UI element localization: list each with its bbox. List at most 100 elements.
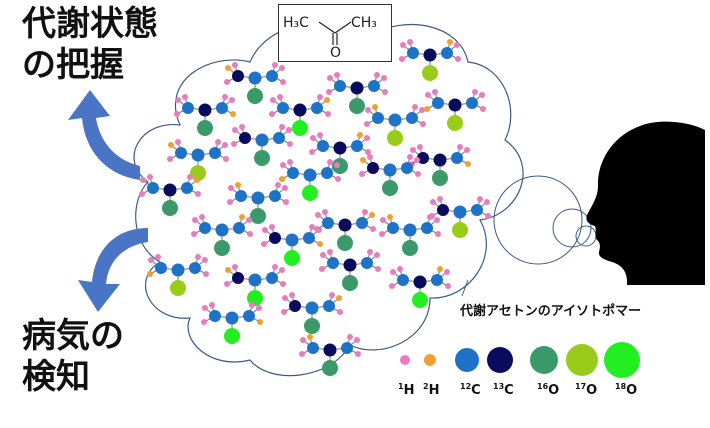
methyl-carbon-atom — [466, 97, 478, 109]
hydrogen-atom — [359, 171, 365, 177]
hydrogen-atom — [322, 209, 328, 215]
methyl-carbon-atom — [266, 272, 278, 284]
hydrogen-atom — [457, 144, 463, 150]
isotopomer-caption: 代謝アセトンのアイソトポマー — [460, 304, 642, 319]
carbonyl-carbon-atom — [448, 98, 462, 112]
hydrogen-atom — [477, 196, 483, 202]
hydrogen-atom — [334, 72, 340, 78]
hydrogen-atom — [232, 264, 238, 270]
methyl-carbon-atom — [372, 112, 384, 124]
methyl-carbon-atom — [289, 300, 301, 312]
hydrogen-atom — [262, 227, 268, 233]
green-circle-icon — [530, 346, 558, 374]
hydrogen-atom — [187, 174, 193, 180]
hydrogen-atom — [334, 162, 340, 168]
methyl-carbon-atom — [432, 97, 444, 109]
hydrogen-atom — [175, 139, 181, 145]
hydrogen-atom — [195, 254, 201, 260]
hydrogen-atom — [365, 149, 371, 155]
hydrogen-atom — [387, 214, 393, 220]
hydrogen-atom — [231, 141, 237, 147]
hydrogen-atom — [445, 283, 451, 289]
hydrogen-atom — [224, 281, 230, 287]
hydrogen-atom — [354, 337, 360, 343]
navy-circle-icon — [487, 347, 513, 373]
legend-label-1h: 1H — [398, 382, 414, 398]
hydrogen-atom — [400, 42, 406, 48]
hydrogen-atom — [465, 161, 471, 167]
hydrogen-atom — [480, 106, 486, 112]
methyl-carbon-atom — [451, 152, 463, 164]
formula-right-group: CH₃ — [351, 15, 377, 31]
oxygen-atom — [422, 65, 438, 81]
hydrogen-atom — [355, 351, 361, 357]
oxygen-atom — [250, 208, 266, 224]
methyl-carbon-atom — [232, 70, 244, 82]
hydrogen-atom — [230, 111, 236, 117]
methyl-carbon-atom — [361, 257, 373, 269]
carbonyl-carbon-atom — [248, 273, 262, 287]
formula-left-group: H₃C — [283, 15, 309, 31]
hydrogen-atom — [249, 302, 255, 308]
oxygen-atom — [247, 88, 263, 104]
hydrogen-atom — [444, 269, 450, 275]
carbonyl-carbon-atom — [403, 223, 417, 237]
hydrogen-atom — [174, 111, 180, 117]
hydrogen-atom — [435, 231, 441, 237]
methyl-carbon-atom — [243, 310, 255, 322]
hydrogen-atom — [139, 191, 145, 197]
hydrogen-atom — [374, 72, 380, 78]
carbonyl-carbon-atom — [323, 343, 337, 357]
methyl-carbon-atom — [216, 102, 228, 114]
hydrogen-atom — [228, 185, 234, 191]
methyl-carbon-atom — [199, 222, 211, 234]
hydrogen-atom — [223, 156, 229, 162]
oxygen-atom — [162, 200, 178, 216]
hydrogen-atom — [280, 281, 286, 287]
hydrogen-atom — [182, 94, 188, 100]
hydrogen-atom — [202, 305, 208, 311]
hydrogen-atom — [168, 142, 174, 148]
methyl-carbon-atom — [321, 167, 333, 179]
hydrogen-atom — [202, 257, 208, 263]
hydrogen-atom — [300, 337, 306, 343]
hydrogen-atom — [282, 295, 288, 301]
hydrogen-atom — [261, 241, 267, 247]
oxygen-atom — [322, 360, 338, 376]
hydrogen-atom — [417, 144, 423, 150]
hydrogen-atom — [407, 154, 413, 160]
methyl-carbon-atom — [417, 152, 429, 164]
caption-pointer — [461, 279, 469, 297]
oxygen-atom — [247, 290, 263, 306]
hydrogen-atom — [307, 334, 313, 340]
legend-label-17o: 17O — [575, 382, 597, 398]
hydrogen-atom — [270, 97, 276, 103]
hydrogen-atom — [367, 154, 373, 160]
legend-label-18o: 18O — [615, 382, 637, 398]
oxygen-atom — [342, 275, 358, 291]
hydrogen-atom — [397, 266, 403, 272]
hydrogen-atom — [279, 65, 285, 71]
oxygen-atom — [447, 115, 463, 131]
hydrogen-atom — [283, 199, 289, 205]
hydrogen-atom — [390, 269, 396, 275]
methyl-carbon-atom — [311, 102, 323, 114]
hydrogen-atom — [286, 127, 292, 133]
hydrogen-atom — [299, 351, 305, 357]
carbonyl-carbon-atom — [343, 258, 357, 272]
carbonyl-carbon-atom — [293, 103, 307, 117]
hydrogen-atom — [427, 214, 433, 220]
methyl-carbon-atom — [437, 204, 449, 216]
hydrogen-atom — [224, 79, 230, 85]
hydrogen-atom — [425, 92, 431, 98]
methyl-carbon-atom — [181, 182, 193, 194]
hydrogen-atom — [335, 176, 341, 182]
formula-oxygen: O — [330, 45, 341, 61]
methyl-carbon-atom — [397, 274, 409, 286]
oxygen-atom — [224, 328, 240, 344]
legend-label-16o: 16O — [537, 382, 559, 398]
methyl-carbon-atom — [287, 167, 299, 179]
carbonyl-carbon-atom — [248, 71, 262, 85]
hydrogen-atom — [232, 127, 238, 133]
